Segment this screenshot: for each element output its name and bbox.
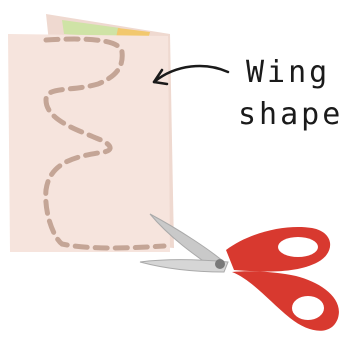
annotation-line-1: Wing xyxy=(246,55,330,90)
folded-paper-icon xyxy=(8,14,174,252)
wing-dashed-outline xyxy=(43,36,167,251)
annotation-line-2: shape xyxy=(238,97,343,132)
curved-arrow-icon xyxy=(152,64,230,86)
scissors-icon xyxy=(139,213,339,331)
paper-front xyxy=(8,34,170,252)
scissor-blade-lower xyxy=(139,259,229,273)
scissor-pivot xyxy=(215,259,225,269)
scissor-handle-lower xyxy=(232,271,339,331)
paper-peek-green xyxy=(62,20,120,38)
